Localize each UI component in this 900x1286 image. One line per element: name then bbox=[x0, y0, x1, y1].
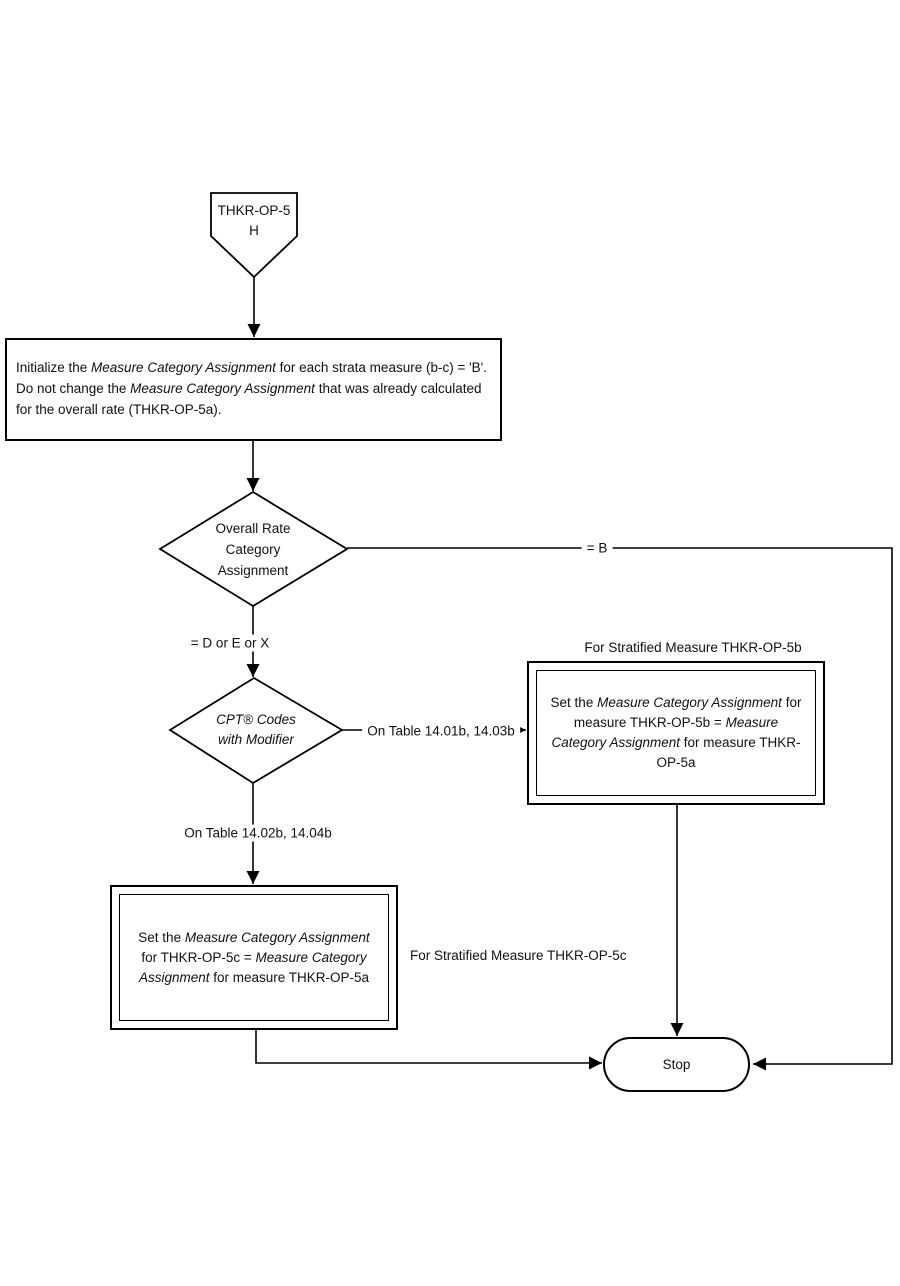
edge-label-table-14-01b: On Table 14.01b, 14.03b bbox=[362, 722, 520, 740]
process-box-5c-inner: Set the Measure Category Assignment for … bbox=[119, 894, 389, 1021]
offpage-connector-label: THKR-OP-5 H bbox=[211, 201, 297, 241]
edge-label-equals-d-e-x: = D or E or X bbox=[185, 634, 275, 652]
edge-label-equals-b: = B bbox=[581, 539, 613, 557]
stop-label: Stop bbox=[662, 1057, 691, 1072]
edge-box5c-to-stop bbox=[255, 1030, 602, 1070]
process-box-5b-inner: Set the Measure Category Assignment for … bbox=[536, 670, 816, 796]
edge-decision1-b-to-stop bbox=[347, 547, 893, 1071]
process-box-5c: Set the Measure Category Assignment for … bbox=[110, 885, 398, 1030]
decision-overall-rate-line2: Category bbox=[225, 542, 281, 557]
decision-cpt-line1: CPT® Codes bbox=[216, 712, 296, 727]
edge-label-table-14-02b: On Table 14.02b, 14.04b bbox=[179, 824, 337, 842]
process-box-5c-text: Set the Measure Category Assignment for … bbox=[138, 929, 370, 985]
decision-overall-rate-label: Overall Rate Category Assignment bbox=[163, 518, 343, 581]
process-box-5b-text: Set the Measure Category Assignment for … bbox=[550, 695, 802, 770]
offpage-connector-shape bbox=[210, 192, 298, 279]
decision-cpt-label: CPT® Codes with Modifier bbox=[170, 710, 342, 750]
process-initialize-box: Initialize the Measure Category Assignme… bbox=[5, 338, 502, 441]
box5c-side-label: For Stratified Measure THKR-OP-5c bbox=[410, 948, 627, 963]
process-box-5b: Set the Measure Category Assignment for … bbox=[527, 661, 825, 805]
process-initialize-text: Initialize the Measure Category Assignme… bbox=[16, 360, 487, 417]
box5b-title: For Stratified Measure THKR-OP-5b bbox=[584, 640, 802, 655]
decision-overall-rate-line1: Overall Rate bbox=[215, 521, 291, 536]
decision-overall-rate-line3: Assignment bbox=[217, 563, 289, 578]
offpage-connector-line1: THKR-OP-5 bbox=[217, 203, 291, 218]
decision-cpt-line2: with Modifier bbox=[218, 732, 294, 747]
stop-terminator: Stop bbox=[603, 1037, 750, 1092]
offpage-connector-line2: H bbox=[249, 223, 259, 238]
